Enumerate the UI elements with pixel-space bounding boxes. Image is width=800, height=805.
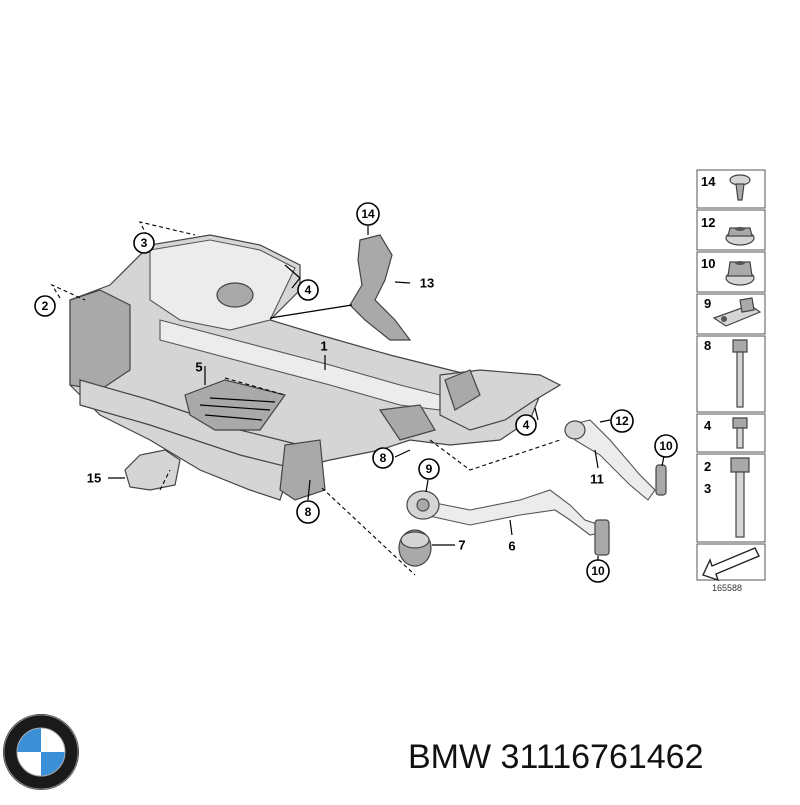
- callout-8-lower: 8: [296, 500, 320, 524]
- callout-14-upper: 14: [356, 202, 380, 226]
- wishbone-part: [406, 489, 610, 556]
- flange-nut-icon: [725, 227, 755, 246]
- label-6: 6: [508, 539, 515, 554]
- svg-text:12: 12: [615, 414, 629, 428]
- splash-guard-part: [184, 379, 287, 431]
- heat-shield-part: [349, 234, 412, 341]
- callout-2: 2: [34, 295, 56, 317]
- clip-nut-icon: [712, 297, 762, 327]
- callout-12-strut: 12: [610, 409, 634, 433]
- callout-9: 9: [418, 458, 440, 480]
- legend-item-12: 12: [701, 215, 715, 230]
- front-subframe: [69, 234, 562, 501]
- short-bolt-icon: [732, 417, 748, 449]
- svg-text:9: 9: [426, 462, 433, 476]
- svg-text:1: 1: [320, 339, 327, 354]
- bmw-logo: [3, 714, 79, 790]
- svg-text:4: 4: [523, 418, 530, 432]
- svg-text:5: 5: [195, 360, 202, 375]
- legend-item-4: 4: [704, 418, 712, 433]
- svg-text:8: 8: [380, 451, 387, 465]
- callout-3: 3: [133, 232, 155, 254]
- callout-4-upper: 4: [297, 279, 319, 301]
- svg-text:8: 8: [305, 505, 312, 519]
- tension-strut-part: [564, 419, 667, 501]
- legend-item-8: 8: [704, 338, 711, 353]
- legend-item-9: 9: [704, 296, 711, 311]
- svg-text:7: 7: [458, 538, 465, 553]
- svg-text:13: 13: [420, 276, 434, 291]
- callout-4-right: 4: [515, 414, 537, 436]
- svg-text:3: 3: [141, 236, 148, 250]
- svg-text:4: 4: [305, 283, 312, 297]
- svg-text:10: 10: [659, 439, 673, 453]
- svg-text:14: 14: [361, 207, 375, 221]
- callout-8-center: 8: [372, 447, 394, 469]
- screw-icon: [729, 174, 751, 201]
- hex-bolt-icon: [730, 457, 750, 538]
- legend-item-10: 10: [701, 256, 715, 271]
- legend-item-3: 3: [704, 481, 711, 496]
- legend-item-14: 14: [701, 174, 716, 189]
- callout-10-strut: 10: [654, 434, 678, 458]
- fastener-legend: 14 12 10 9 8 4 2 3: [696, 169, 766, 593]
- svg-text:11: 11: [590, 472, 604, 487]
- label-11: 11: [590, 472, 604, 487]
- svg-text:6: 6: [508, 539, 515, 554]
- svg-text:10: 10: [591, 564, 605, 578]
- callout-10-wishbone: 10: [586, 559, 610, 583]
- bushing-part: [398, 529, 432, 567]
- collar-nut-icon: [725, 261, 755, 286]
- diagram-code: 165588: [712, 583, 742, 593]
- cover-bracket-part: [124, 449, 181, 491]
- long-bolt-icon: [732, 339, 748, 408]
- direction-arrow-icon: [702, 547, 760, 582]
- label-5: 5: [195, 360, 202, 375]
- label-15: 15: [87, 471, 101, 486]
- legend-item-2: 2: [704, 459, 711, 474]
- label-7: 7: [458, 538, 465, 553]
- svg-text:2: 2: [42, 299, 49, 313]
- part-number-caption: BMW 31116761462: [408, 738, 704, 776]
- svg-text:15: 15: [87, 471, 101, 486]
- label-1: 1: [320, 339, 327, 354]
- label-13: 13: [420, 276, 434, 291]
